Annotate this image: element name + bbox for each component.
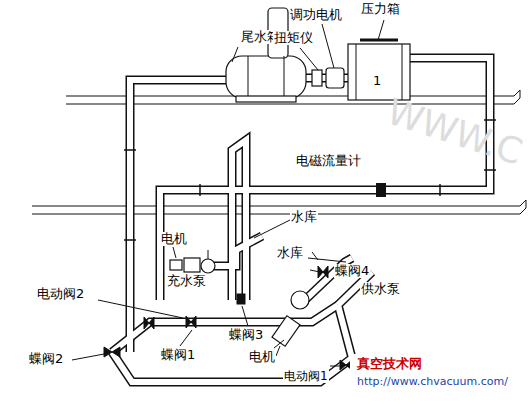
part-name: 水库 — [290, 210, 318, 224]
watermark: WWW.C — [381, 91, 528, 172]
charge-pump — [170, 250, 215, 273]
part-name: 充水泵 — [166, 274, 207, 288]
valve-name: 蝶阀4 — [334, 264, 370, 278]
lower-platform — [32, 200, 526, 214]
part-name: 扭矩仪 — [273, 31, 314, 45]
valves — [104, 252, 352, 370]
leader-lines — [72, 47, 346, 366]
part-name: 水库 — [276, 246, 304, 260]
part-name: 供水泵 — [360, 282, 401, 296]
watermark: http://www.chvacuum.com/ — [356, 376, 509, 388]
valve-name: 电动阀1 — [283, 370, 329, 383]
part-name: 电机 — [248, 350, 276, 364]
part-name: 调功电机 — [289, 8, 343, 22]
valve-name: 蝶阀2 — [28, 352, 64, 366]
part-name: 电磁流量计 — [295, 154, 362, 168]
pressure-box — [348, 20, 410, 100]
watermark-ground — [350, 354, 528, 394]
watermark: 真空技术网 — [356, 357, 423, 371]
callout-number: 1 — [372, 74, 382, 88]
valve-name: 蝶阀3 — [228, 328, 264, 342]
power-motor — [322, 24, 344, 88]
torque-meter — [300, 48, 322, 86]
valve-name: 蝶阀1 — [160, 348, 196, 362]
flow-meter — [376, 183, 386, 197]
part-name: 压力箱 — [360, 2, 401, 16]
part-name: 电机 — [160, 232, 188, 246]
supply-pump — [272, 291, 309, 356]
valve-name: 电动阀2 — [36, 287, 85, 301]
